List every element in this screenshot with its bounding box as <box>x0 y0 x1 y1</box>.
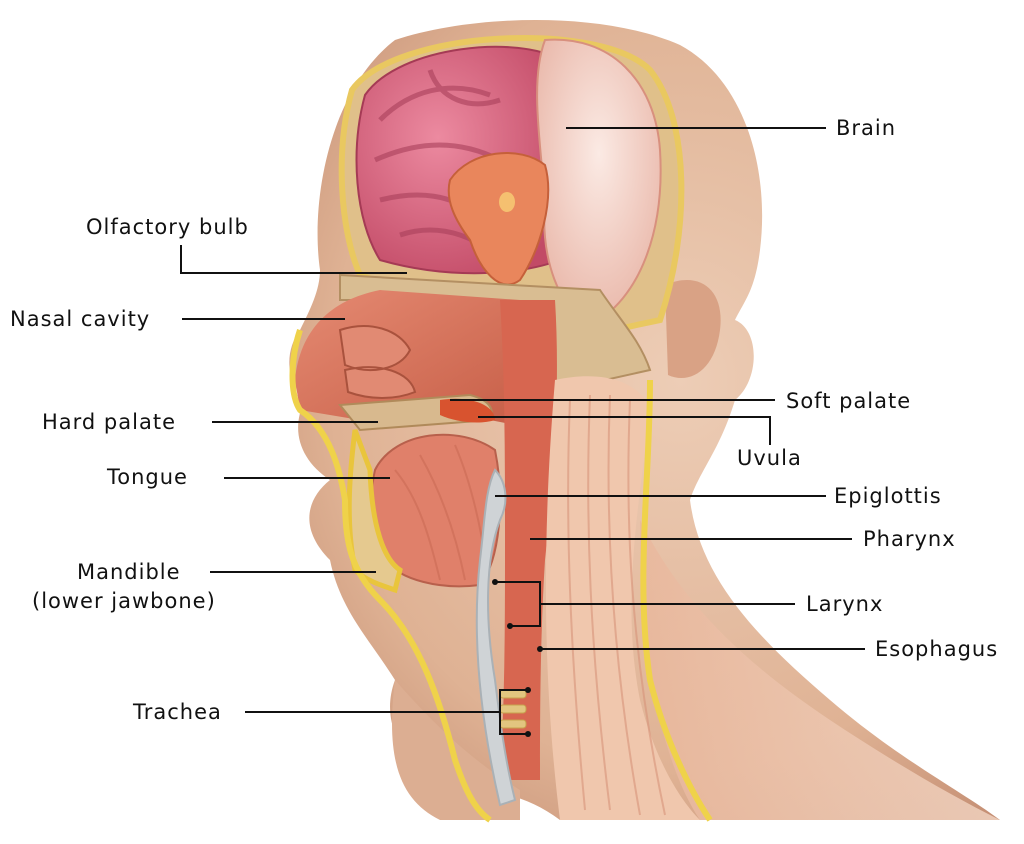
leader-dots <box>492 579 543 737</box>
leader-lines <box>180 127 865 735</box>
label-uvula: Uvula <box>737 446 802 470</box>
label-olfactory-bulb: Olfactory bulb <box>86 215 249 239</box>
label-soft-palate: Soft palate <box>786 389 912 413</box>
neck-right <box>640 520 1000 820</box>
epiglottis-cartilage <box>475 468 517 807</box>
mandible <box>346 429 403 594</box>
trachea-rings <box>499 689 527 729</box>
label-epiglottis: Epiglottis <box>834 484 942 508</box>
pharynx-column <box>500 300 557 780</box>
label-nasal-cavity: Nasal cavity <box>10 307 151 331</box>
facial-fat-line <box>289 329 492 823</box>
label-larynx: Larynx <box>806 592 884 616</box>
ear <box>665 280 721 378</box>
label-hard-palate: Hard palate <box>42 410 176 434</box>
label-tongue: Tongue <box>107 465 188 489</box>
label-mandible-subtitle: (lower jawbone) <box>32 589 216 613</box>
label-esophagus: Esophagus <box>875 637 999 661</box>
label-brain: Brain <box>836 116 897 140</box>
turbinates <box>338 325 417 399</box>
neck-base <box>392 680 520 820</box>
leader-uvula <box>478 416 771 445</box>
neck-muscles <box>545 376 700 820</box>
label-pharynx: Pharynx <box>863 527 956 551</box>
leader-olfactory-bulb <box>180 245 407 274</box>
label-mandible: Mandible <box>77 560 181 584</box>
label-trachea: Trachea <box>133 700 222 724</box>
midbrain <box>447 152 550 286</box>
neck-fat-line <box>640 379 713 822</box>
